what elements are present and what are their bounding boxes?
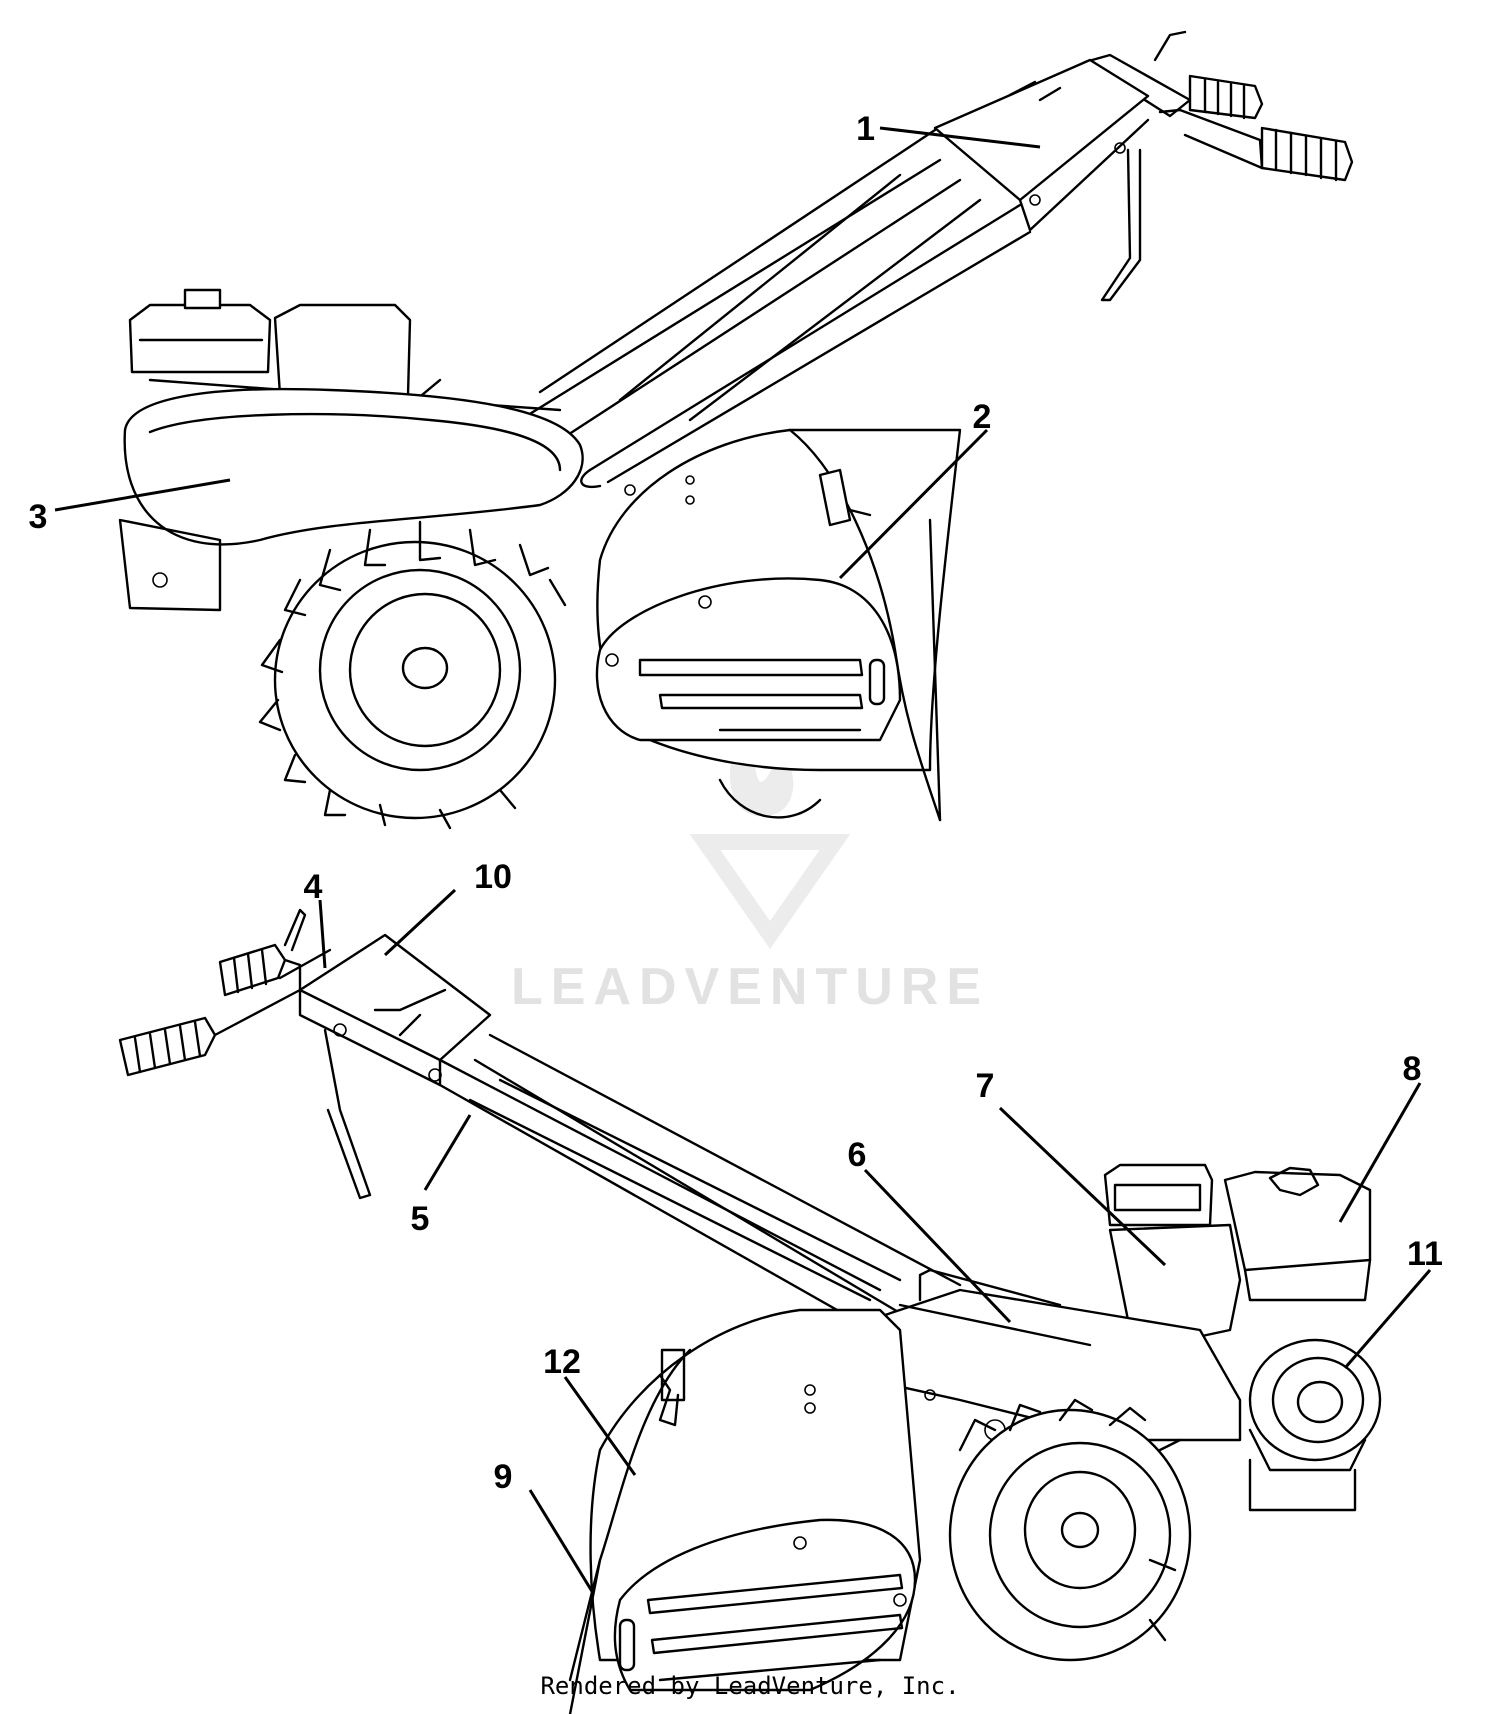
leadventure-watermark: LEADVENTURE	[511, 705, 989, 1016]
callout-1: 1	[856, 110, 875, 148]
callout-12: 12	[543, 1343, 581, 1381]
callout-leaders	[54, 126, 1432, 1594]
top-tiller-illustration	[118, 30, 1354, 830]
callout-labels: 1 2 3 4 5 6 7 8 9 10 11 12	[29, 110, 1443, 1496]
callout-4: 4	[304, 868, 323, 906]
callout-6: 6	[848, 1136, 867, 1174]
callout-3: 3	[29, 498, 48, 536]
callout-7: 7	[976, 1067, 995, 1105]
bottom-tiller-illustration	[118, 908, 1382, 1714]
callout-10: 10	[474, 858, 512, 896]
callout-5: 5	[411, 1200, 430, 1238]
footer-credit: Rendered by LeadVenture, Inc.	[540, 1672, 960, 1700]
watermark-text: LEADVENTURE	[511, 958, 989, 1016]
callout-11: 11	[1407, 1235, 1443, 1273]
callout-9: 9	[494, 1458, 513, 1496]
callout-2: 2	[973, 398, 992, 436]
callout-8: 8	[1403, 1050, 1422, 1088]
